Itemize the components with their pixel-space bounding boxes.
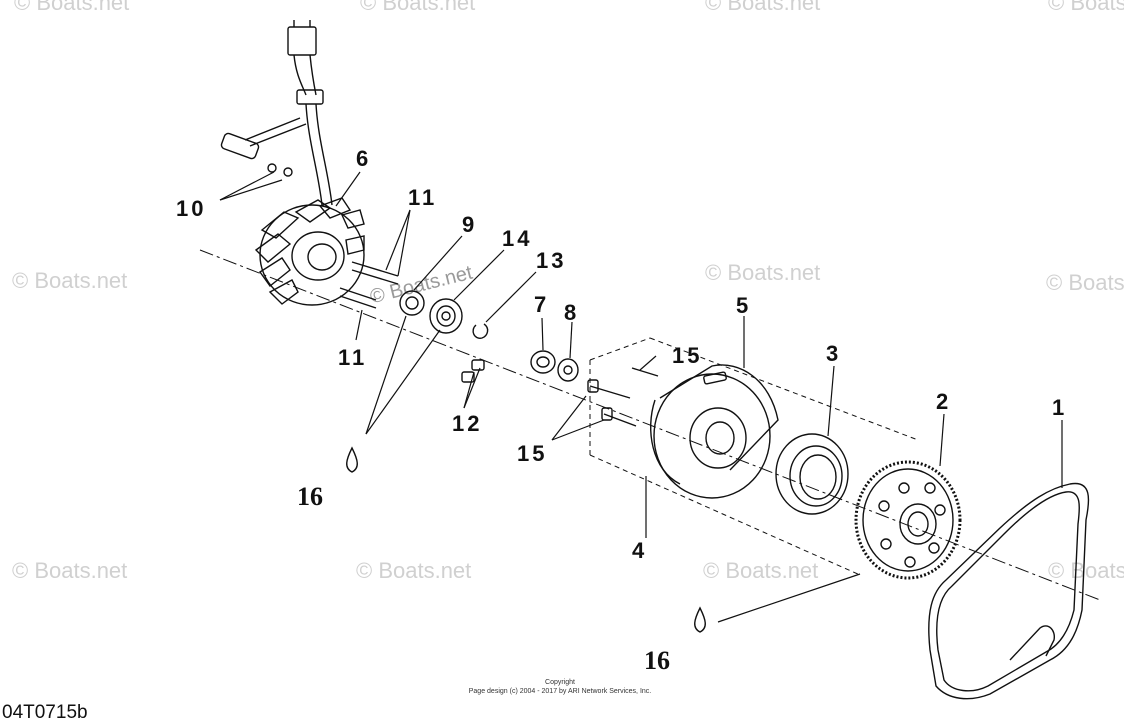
watermark: © Boats.net (14, 0, 130, 15)
washer (557, 358, 579, 382)
callout-14: 14 (502, 226, 533, 251)
starter-clutch-bolts (587, 367, 659, 427)
watermark: © Boats.net (705, 0, 821, 15)
alignment-box (589, 337, 919, 576)
watermark: © Boats.net (360, 0, 476, 15)
callout-15: 15 (517, 441, 548, 466)
callout-16: 16 (644, 646, 670, 675)
copyright-notice: Copyright Page design (c) 2004 - 2017 by… (440, 678, 680, 696)
callout-3: 3 (826, 341, 842, 366)
dowel-pins (461, 359, 485, 383)
leader-lines (219, 171, 1063, 623)
callout-6: 6 (356, 146, 372, 171)
stator (254, 197, 365, 306)
starter-driven-gear (854, 460, 962, 580)
watermark: © Boats.net (356, 558, 472, 583)
flywheel-nut (530, 350, 556, 374)
oil-drop-icon (694, 606, 706, 633)
callout-9: 9 (462, 212, 478, 237)
starter-clutch (775, 433, 849, 515)
watermark: © Boats.net (12, 558, 128, 583)
watermark: © Boats.net (1048, 558, 1124, 583)
circlip (472, 323, 489, 339)
callout-5: 5 (736, 293, 752, 318)
pickup-coil (220, 132, 293, 177)
watermark: © Boats.net (1046, 270, 1124, 295)
callout-13: 13 (536, 248, 567, 273)
callout-11: 11 (338, 345, 368, 370)
callout-1: 1 (1052, 395, 1068, 420)
stator-wire-harness (244, 20, 333, 206)
oil-seal (429, 298, 463, 334)
bearing (399, 290, 425, 316)
watermark: © Boats.net (1048, 0, 1124, 15)
callout-12: 12 (452, 411, 483, 436)
callout-4: 4 (632, 538, 648, 563)
cover-gasket (928, 482, 1090, 700)
callout-8: 8 (564, 300, 580, 325)
flywheel-rotor (649, 364, 779, 499)
stator-bolts (339, 261, 399, 309)
callout-15: 15 (672, 343, 703, 368)
callout-16: 16 (297, 482, 323, 511)
callout-11: 11 (408, 185, 438, 210)
diagram-id-label: 04T0715b (2, 702, 88, 723)
callout-2: 2 (936, 389, 952, 414)
oil-drop-icon (346, 446, 358, 473)
callout-10: 10 (176, 196, 207, 221)
copyright-line: Copyright (545, 679, 575, 686)
watermark: © Boats.net (703, 558, 819, 583)
callout-7: 7 (534, 292, 550, 317)
watermark: © Boats.net (12, 268, 128, 293)
copyright-line: Page design (c) 2004 - 2017 by ARI Netwo… (468, 688, 652, 696)
watermark: © Boats.net (705, 260, 821, 285)
